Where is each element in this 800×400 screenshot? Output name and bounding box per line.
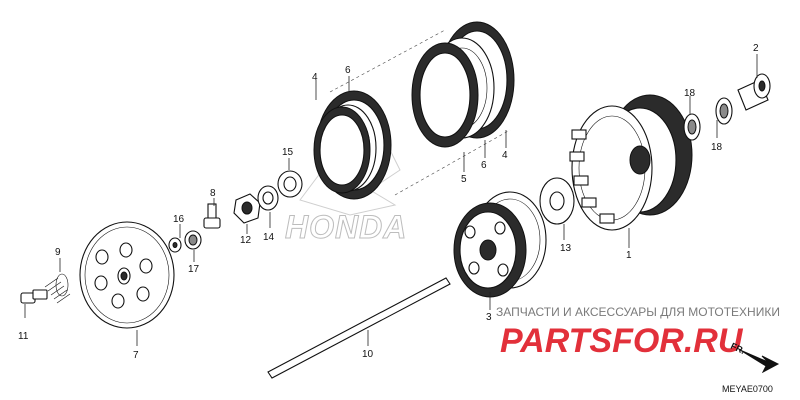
watermark-caption: ЗАПЧАСТИ И АКСЕССУАРЫ ДЛЯ МОТОТЕХНИКИ <box>496 305 780 319</box>
callout-5: 5 <box>461 174 467 185</box>
callout-18-top: 18 <box>684 88 696 99</box>
diagram-code: MEYAE0700 <box>722 384 773 394</box>
spring-part-9 <box>44 273 71 304</box>
callout-6-front: 6 <box>345 65 351 76</box>
collar-part-2 <box>737 73 771 111</box>
callout-12: 12 <box>240 235 252 246</box>
clutch-center-part-3 <box>453 191 547 298</box>
bolt-part-11 <box>20 289 48 304</box>
partsfor-watermark: ЗАПЧАСТИ И АКСЕССУАРЫ ДЛЯ МОТОТЕХНИКИ PA… <box>496 305 780 360</box>
callout-4-front: 4 <box>312 72 318 83</box>
nut-part-12 <box>233 193 261 224</box>
callout-11: 11 <box>18 331 29 342</box>
callout-16: 16 <box>173 214 185 225</box>
bearing-part-17 <box>184 230 202 250</box>
callout-15: 15 <box>282 147 294 158</box>
callout-18-bottom: 18 <box>711 142 723 153</box>
callout-9: 9 <box>55 247 61 258</box>
watermark-brand: PARTSFOR.RU <box>500 322 744 360</box>
callout-17: 17 <box>188 264 200 275</box>
washer-part-13 <box>539 177 575 225</box>
lifter-part-8 <box>203 203 221 229</box>
washer-part-14 <box>257 185 279 211</box>
callout-6-rear: 6 <box>481 160 487 171</box>
callout-8: 8 <box>210 188 216 199</box>
needle-bearing-part-18-b <box>715 97 733 125</box>
clutch-cover-part-7 <box>79 221 175 329</box>
honda-logo-text: HONDA <box>285 209 407 245</box>
callout-14: 14 <box>263 232 275 243</box>
clutch-plates-rear <box>411 21 515 148</box>
washer-part-16 <box>168 237 182 253</box>
callout-3: 3 <box>486 312 492 323</box>
honda-watermark: HONDA <box>285 149 407 246</box>
callout-7: 7 <box>133 350 139 361</box>
callout-10: 10 <box>362 349 374 360</box>
callout-2: 2 <box>753 43 759 54</box>
lockwasher-part-15 <box>277 170 303 198</box>
needle-bearing-part-18-a <box>683 113 701 141</box>
direction-arrow-icon <box>739 349 780 374</box>
callout-labels: 2 18 18 1 13 3 5 6 4 6 4 15 14 12 8 16 1… <box>18 43 759 361</box>
callout-13: 13 <box>560 243 572 254</box>
pushrod-part-10 <box>267 277 451 379</box>
callout-4-rear: 4 <box>502 150 508 161</box>
assembly-guides <box>329 29 511 196</box>
clutch-plates-front <box>313 90 392 200</box>
callout-1: 1 <box>626 250 632 261</box>
leader-lines <box>24 54 758 346</box>
clutch-outer-part-1 <box>569 94 693 231</box>
